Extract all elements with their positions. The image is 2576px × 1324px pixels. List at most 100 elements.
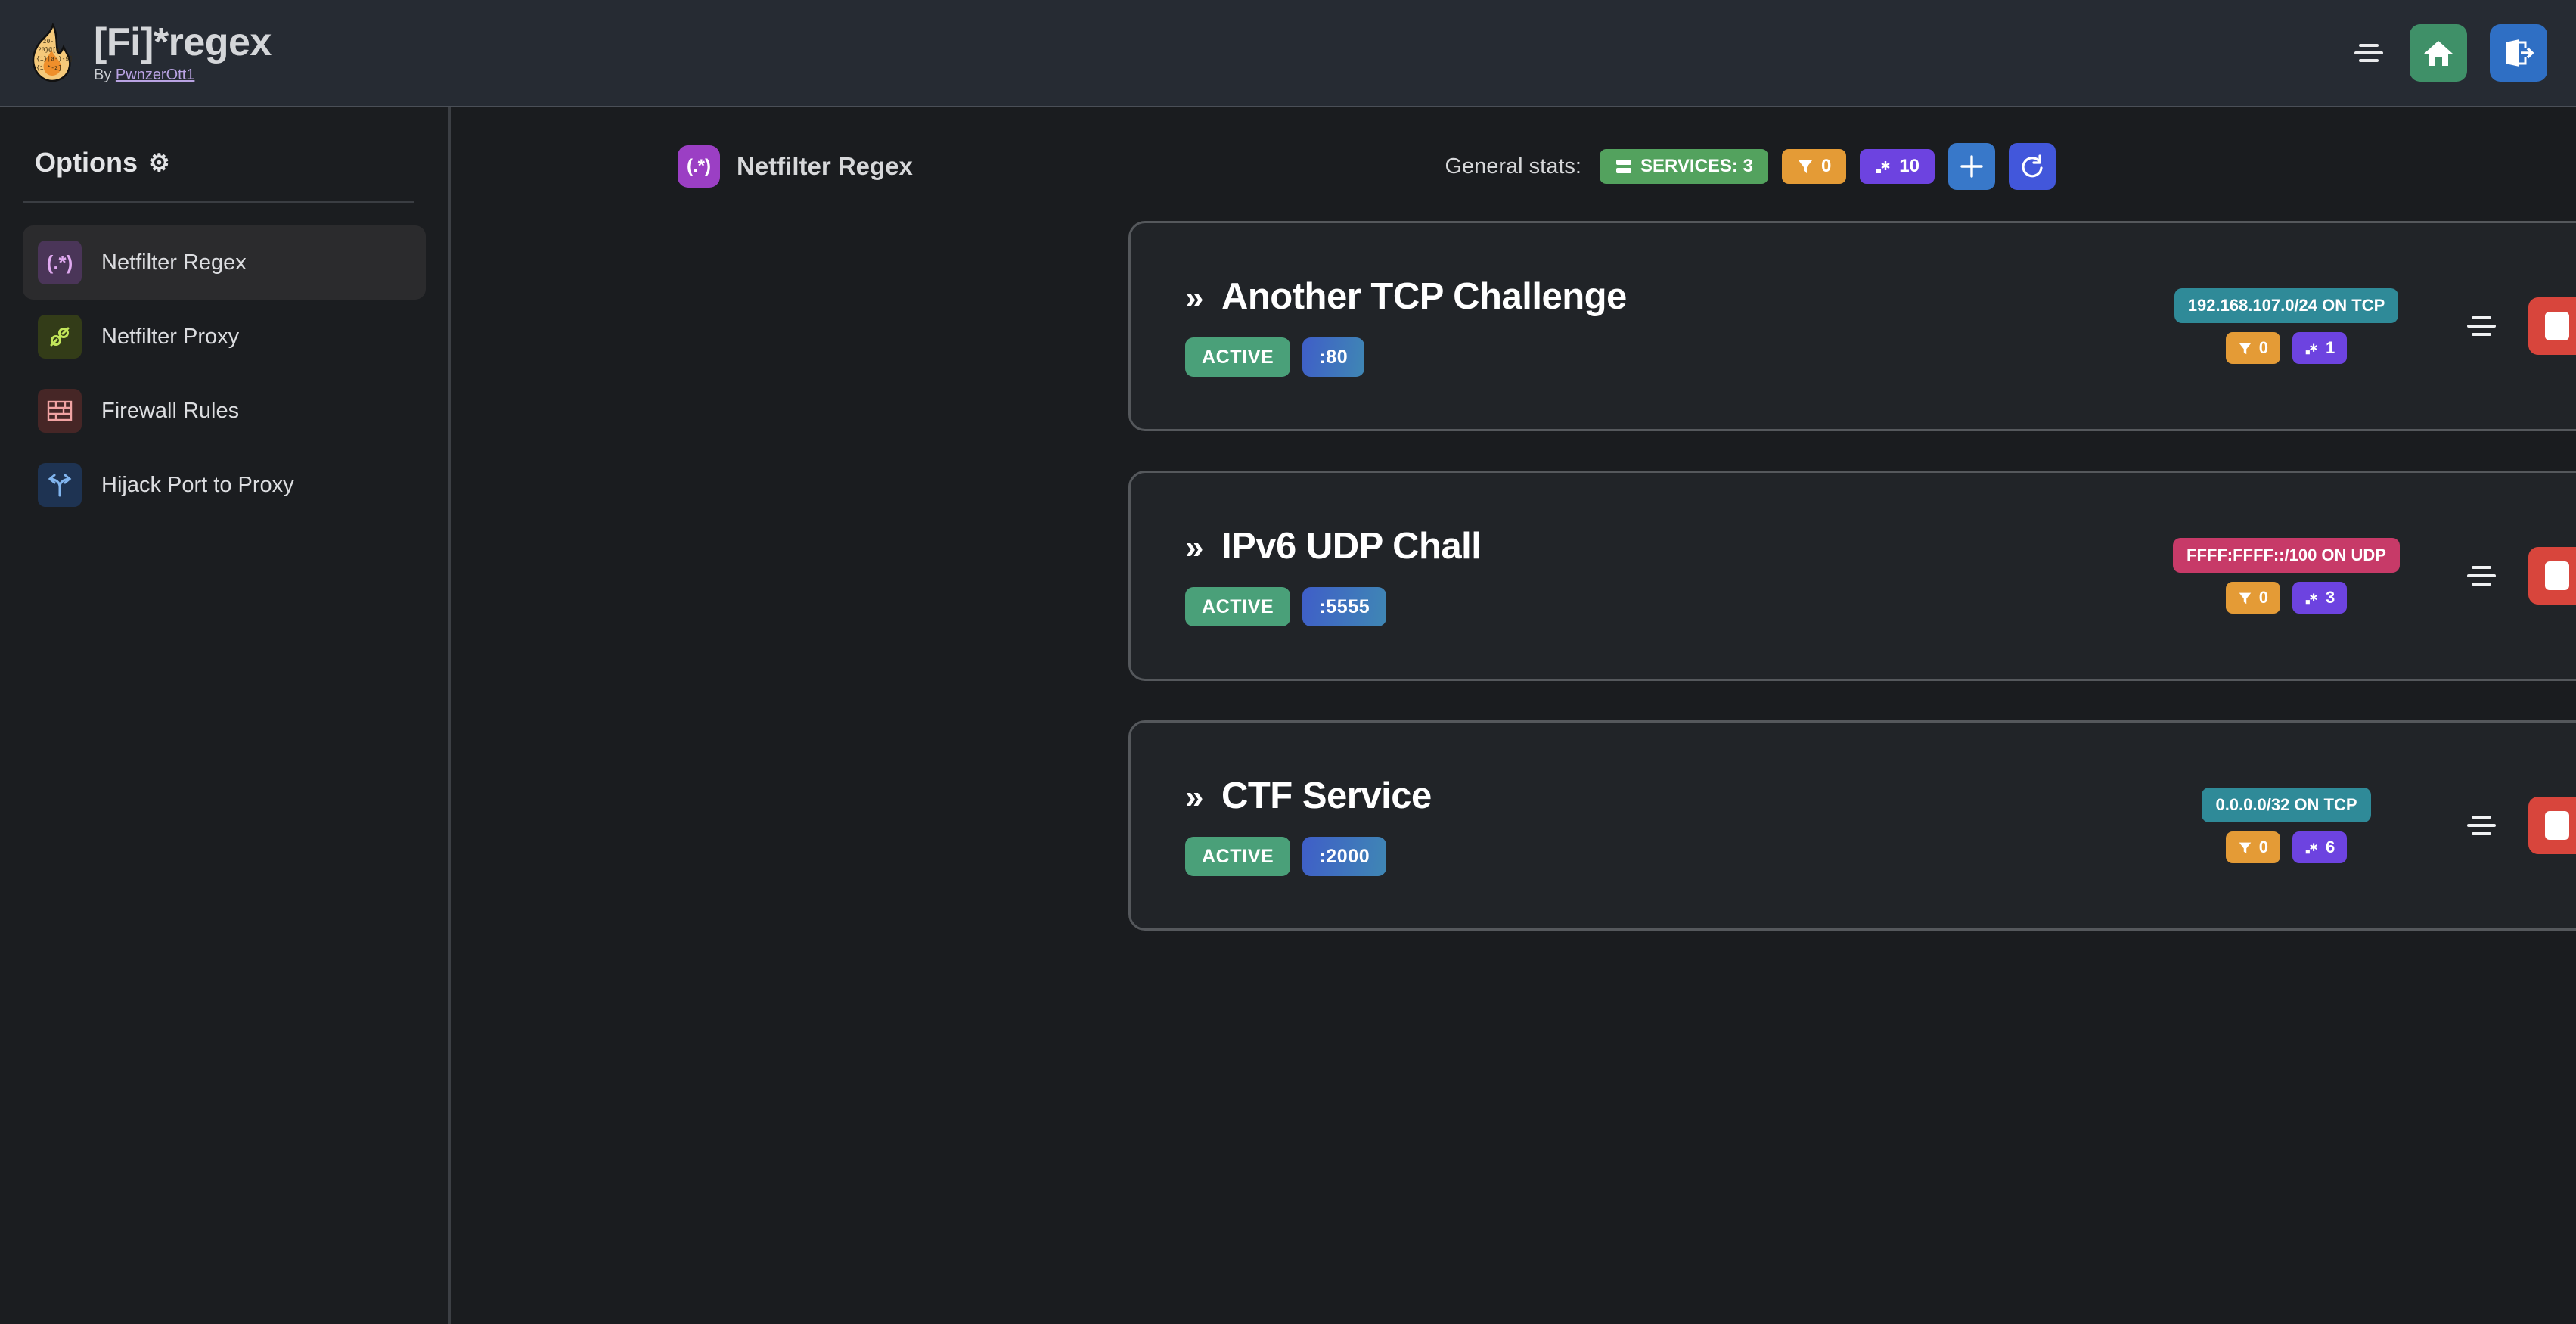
filters-badge: 0 [2225, 332, 2280, 364]
network-badge: 192.168.107.0/24 ON TCP [2174, 288, 2399, 323]
home-icon [2424, 41, 2453, 66]
sidebar-item-netfilter-regex[interactable]: (.*) Netfilter Regex [23, 225, 426, 300]
align-menu-icon[interactable] [2465, 812, 2500, 839]
service-card[interactable]: » Another TCP Challenge ACTIVE :80 192.1… [1128, 221, 2576, 431]
regex-icon: (.*) [38, 241, 82, 284]
server-icon [1615, 160, 1631, 173]
regex-icon-glyph: (.*) [46, 250, 73, 274]
general-stats: General stats: SERVICES: 3 0 [1445, 143, 2056, 190]
plus-icon [1960, 155, 1983, 178]
service-pills: ACTIVE :2000 [1185, 837, 1432, 876]
main-topbar: (.*) Netfilter Regex General stats: SERV… [678, 143, 2576, 190]
sidebar-heading-label: Options [35, 147, 138, 178]
svg-text:-z0-: -z0- [39, 39, 54, 45]
add-service-button[interactable] [1948, 143, 1995, 190]
svg-text:{1 *-z]: {1 *-z] [36, 65, 62, 72]
service-title: » Another TCP Challenge [1185, 275, 1627, 318]
service-name: CTF Service [1221, 775, 1432, 816]
service-card[interactable]: » IPv6 UDP Chall ACTIVE :5555 FFFF:FFFF:… [1128, 471, 2576, 681]
page-title: Netfilter Regex [737, 152, 913, 180]
network-sub-badges: 0 6 [2225, 831, 2348, 863]
byline-prefix: By [94, 67, 112, 84]
page-title-regex-icon: (.*) [678, 145, 720, 188]
double-chevron-icon: » [1185, 779, 1203, 816]
gear-icon: ⚙ [147, 149, 170, 176]
sidebar-item-netfilter-proxy[interactable]: Netfilter Proxy [23, 300, 426, 374]
service-info: » CTF Service ACTIVE :2000 [1185, 775, 1432, 876]
service-controls: 0.0.0.0/32 ON TCP 0 [2173, 788, 2576, 863]
regexes-count: 3 [2326, 588, 2335, 607]
service-title: » CTF Service [1185, 775, 1432, 817]
header-actions [2352, 24, 2547, 82]
sidebar-nav: (.*) Netfilter Regex Netfilter Proxy [0, 225, 448, 522]
network-badge: FFFF:FFFF::/100 ON UDP [2173, 538, 2400, 573]
stop-icon [2545, 561, 2569, 590]
filters-badge: 0 [2225, 582, 2280, 614]
network-badge: 0.0.0.0/32 ON TCP [2202, 788, 2371, 822]
flame-regex-logo: -z0- 20}@[a {1}|a-)-9] {1 *-z] [32, 23, 73, 82]
refresh-icon [2022, 154, 2043, 178]
sidebar-item-hijack-port-to-proxy[interactable]: Hijack Port to Proxy [23, 448, 426, 522]
sidebar-item-label: Firewall Rules [101, 398, 240, 423]
stop-icon [2545, 312, 2569, 340]
stop-button[interactable] [2528, 547, 2576, 605]
service-action-buttons [2465, 794, 2576, 856]
align-menu-icon[interactable] [2465, 312, 2500, 340]
plug-icon [38, 315, 82, 359]
service-info: » Another TCP Challenge ACTIVE :80 [1185, 275, 1627, 377]
double-chevron-icon: » [1185, 279, 1203, 316]
app-header: -z0- 20}@[a {1}|a-)-9] {1 *-z] [Fi]*rege… [0, 0, 2576, 107]
regex-star-icon [2305, 842, 2317, 853]
status-badge-filters: 0 [1781, 149, 1847, 184]
refresh-button[interactable] [2009, 143, 2056, 190]
port-badge: :5555 [1302, 587, 1387, 626]
home-button[interactable] [2410, 24, 2467, 82]
service-controls: FFFF:FFFF::/100 ON UDP 0 [2173, 538, 2576, 614]
align-menu-icon[interactable] [2465, 562, 2500, 589]
filter-icon [2239, 343, 2252, 354]
service-pills: ACTIVE :5555 [1185, 587, 1481, 626]
network-info: FFFF:FFFF::/100 ON UDP 0 [2173, 538, 2400, 614]
logout-button[interactable] [2490, 24, 2547, 82]
status-badge: ACTIVE [1185, 587, 1291, 626]
services-count: SERVICES: 3 [1640, 156, 1753, 176]
main-content: (.*) Netfilter Regex General stats: SERV… [451, 107, 2576, 1324]
network-sub-badges: 0 3 [2225, 582, 2348, 614]
port-badge: :80 [1302, 337, 1365, 377]
fork-arrow-icon [38, 463, 82, 507]
general-stats-label: General stats: [1445, 154, 1581, 179]
service-pills: ACTIVE :80 [1185, 337, 1627, 377]
filters-count: 0 [2258, 338, 2268, 357]
svg-text:{1}|a-)-9]: {1}|a-)-9] [36, 56, 73, 63]
double-chevron-icon: » [1185, 529, 1203, 566]
regex-star-icon [2305, 592, 2317, 604]
status-badge-services: SERVICES: 3 [1599, 149, 1768, 184]
stop-button[interactable] [2528, 797, 2576, 854]
filters-count: 0 [2258, 588, 2268, 607]
author-link[interactable]: PwnzerOtt1 [115, 67, 195, 84]
service-card[interactable]: » CTF Service ACTIVE :2000 0.0.0.0/32 ON… [1128, 720, 2576, 931]
stop-button[interactable] [2528, 297, 2576, 355]
service-action-buttons [2465, 295, 2576, 357]
align-menu-icon[interactable] [2352, 39, 2387, 67]
app-byline: By PwnzerOtt1 [94, 67, 272, 84]
sidebar-divider [23, 201, 414, 203]
sidebar-item-label: Hijack Port to Proxy [101, 472, 294, 497]
filter-icon [2239, 842, 2252, 853]
regex-star-icon [1876, 161, 1890, 173]
app-title: [Fi]*regex [94, 20, 272, 64]
service-title: » IPv6 UDP Chall [1185, 525, 1482, 567]
filters-count: 0 [2258, 838, 2268, 856]
service-action-buttons [2465, 545, 2576, 607]
sidebar-item-firewall-rules[interactable]: Firewall Rules [23, 374, 426, 448]
brand: -z0- 20}@[a {1}|a-)-9] {1 *-z] [Fi]*rege… [24, 22, 272, 85]
sidebar-heading: Options ⚙ [35, 147, 448, 179]
sidebar-item-label: Netfilter Regex [101, 250, 247, 275]
service-name: Another TCP Challenge [1221, 276, 1627, 317]
sidebar: Options ⚙ (.*) Netfilter Regex Netfilter… [0, 107, 451, 1324]
network-sub-badges: 0 1 [2225, 332, 2348, 364]
status-badge-regexes: 10 [1860, 149, 1935, 184]
regexes-badge: 1 [2292, 332, 2348, 364]
stop-icon [2545, 811, 2569, 840]
regexes-count: 10 [1899, 156, 1920, 176]
